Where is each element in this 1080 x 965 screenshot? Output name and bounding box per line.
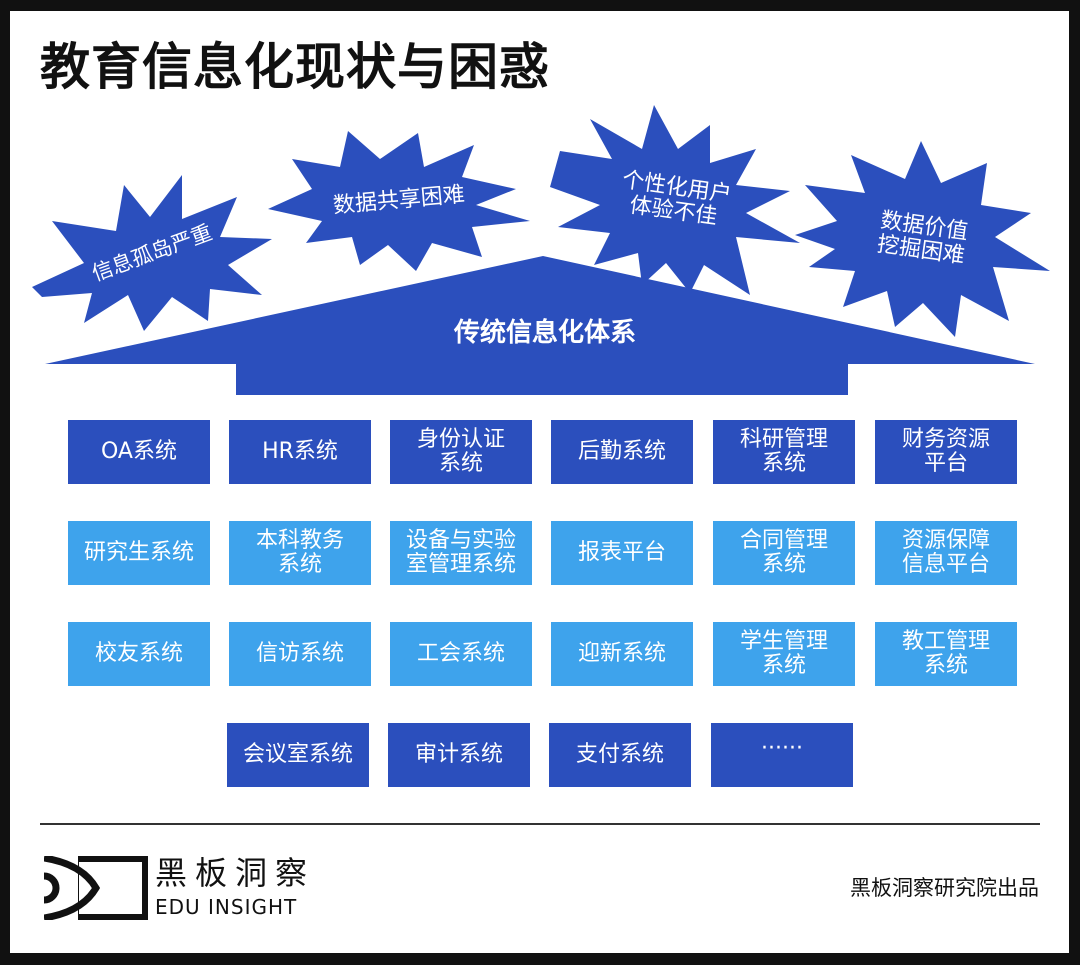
system-finance-platform: 财务资源 平台 [875, 420, 1017, 484]
system-hr: HR系统 [229, 420, 371, 484]
system-contract-mgmt: 合同管理 系统 [713, 521, 855, 585]
system-student-mgmt: 学生管理 系统 [713, 622, 855, 686]
system-more-ellipsis: ······ [711, 723, 853, 787]
system-equipment-lab: 设备与实验 室管理系统 [390, 521, 532, 585]
system-petition: 信访系统 [229, 622, 371, 686]
footer-divider [40, 823, 1040, 825]
arrow-label: 传统信息化体系 [453, 318, 636, 348]
system-graduate: 研究生系统 [68, 521, 210, 585]
system-oa: OA系统 [68, 420, 210, 484]
system-payment: 支付系统 [549, 723, 691, 787]
system-union: 工会系统 [390, 622, 532, 686]
starburst-shape-icon [268, 131, 530, 271]
system-reporting: 报表平台 [551, 521, 693, 585]
system-undergrad-affairs: 本科教务 系统 [229, 521, 371, 585]
brand-name-cn: 黑板洞察 [155, 854, 316, 892]
problem-burst-data-value: 数据价值 挖掘困难 [795, 141, 1050, 337]
system-identity-auth: 身份认证 系统 [390, 420, 532, 484]
starburst-shape-icon [550, 105, 800, 295]
system-logistics: 后勤系统 [551, 420, 693, 484]
traditional-system-arrow [45, 256, 1035, 395]
problem-burst-data-sharing: 数据共享困难 [268, 131, 530, 271]
eye-frame-icon [44, 856, 148, 920]
system-audit: 审计系统 [388, 723, 530, 787]
system-resource-support: 资源保障 信息平台 [875, 521, 1017, 585]
system-alumni: 校友系统 [68, 622, 210, 686]
problem-burst-user-experience: 个性化用户 体验不佳 [550, 105, 800, 295]
problem-burst-info-silos: 信息孤岛严重 [32, 175, 272, 331]
starburst-shape-icon [32, 175, 272, 331]
infographic-canvas: 教育信息化现状与困惑 信息孤岛严重 数据共享困难 个性化用户 体验不佳 数据价值… [10, 11, 1069, 953]
page-title: 教育信息化现状与困惑 [40, 38, 550, 96]
starburst-shape-icon [795, 141, 1050, 337]
brand-name-en: EDU INSIGHT [155, 895, 298, 919]
system-research-mgmt: 科研管理 系统 [713, 420, 855, 484]
system-meeting-room: 会议室系统 [227, 723, 369, 787]
system-enrollment: 迎新系统 [551, 622, 693, 686]
system-staff-mgmt: 教工管理 系统 [875, 622, 1017, 686]
credit-text: 黑板洞察研究院出品 [850, 876, 1039, 900]
